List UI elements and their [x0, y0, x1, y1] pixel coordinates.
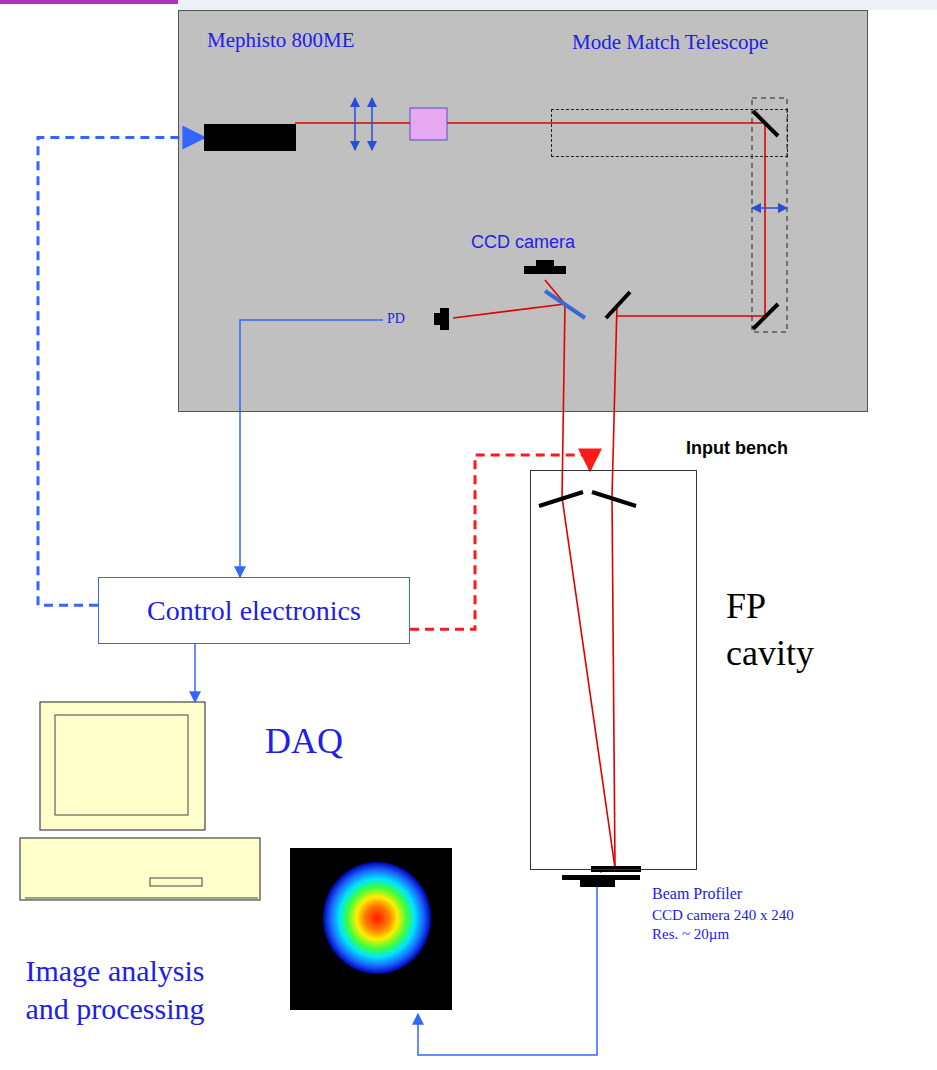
- photodiode-symbol: [440, 308, 449, 330]
- node-label: Control electronics: [147, 594, 361, 628]
- input-bench: Input benchMephisto 800MEMode Match Tele…: [178, 10, 868, 412]
- telescope-outline: [752, 98, 787, 332]
- mirror: [591, 866, 641, 872]
- isolator: [410, 108, 447, 140]
- node-label: Mephisto 800ME: [207, 28, 355, 53]
- beam-splitter: [545, 291, 585, 318]
- node-label: FP cavity: [726, 583, 844, 677]
- node-label: Beam Profiler: [652, 884, 742, 903]
- telescope-box: Mode Match Telescope: [551, 109, 788, 157]
- mirror: [539, 492, 583, 506]
- node-label: Mode Match Telescope: [572, 30, 768, 55]
- signal-connector: [410, 455, 590, 629]
- lens: [371, 98, 373, 150]
- mirror: [753, 304, 778, 329]
- daq-computer: DAQ: [40, 702, 205, 830]
- signal-connector: [194, 644, 196, 702]
- header-strip: [0, 0, 178, 4]
- beam-profiler: Beam ProfilerCCD camera 240 x 240 Res. ~…: [652, 884, 852, 964]
- lens: [354, 98, 356, 150]
- camera-symbol: [524, 266, 566, 274]
- caption-label: Image analysis and processing: [8, 952, 222, 1027]
- header-strip: [178, 0, 937, 10]
- signal-connector: [240, 320, 383, 577]
- control-box: Control electronics: [98, 577, 410, 644]
- node-label: DAQ: [265, 720, 343, 763]
- node-label: CCD camera: [471, 232, 575, 254]
- mirror: [592, 492, 636, 506]
- ccd-camera: CCD camera: [471, 229, 651, 259]
- bench-ground: [178, 10, 868, 412]
- node-note: CCD camera 240 x 240 Res. ~ 20µm: [652, 906, 810, 944]
- computer-illustration: [20, 702, 260, 900]
- photodiode: PD: [383, 307, 455, 333]
- laser-beam: [295, 123, 765, 872]
- telescope-lens: [752, 207, 787, 209]
- camera-symbol: [536, 260, 554, 267]
- beam-spot: [323, 862, 431, 974]
- laser-box: Mephisto 800ME: [204, 124, 296, 151]
- node-label: Input bench: [686, 438, 788, 460]
- mirror: [753, 111, 778, 136]
- signal-connector: [38, 138, 204, 606]
- node-label: PD: [387, 311, 405, 328]
- beam-image: [290, 848, 452, 1010]
- fp-cavity: FP cavity: [530, 470, 697, 870]
- profiler-symbol: [580, 878, 615, 887]
- mirror: [606, 292, 630, 318]
- photodiode-symbol: [434, 313, 441, 325]
